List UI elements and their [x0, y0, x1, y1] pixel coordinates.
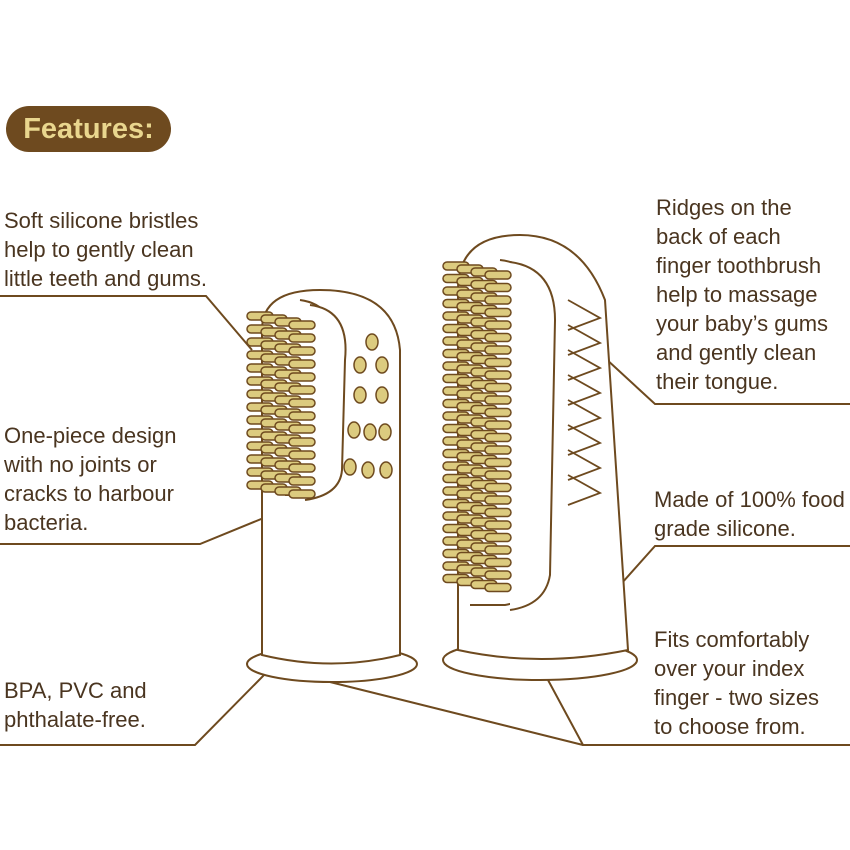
bristle — [484, 557, 512, 568]
callout-line: to choose from. — [654, 714, 806, 739]
bristle — [484, 370, 512, 380]
bristle — [484, 345, 512, 355]
callout-line: BPA, PVC and — [4, 678, 147, 703]
callout-line: cracks to harbour — [4, 481, 174, 506]
ridge — [567, 324, 603, 356]
bristle — [288, 346, 316, 356]
bristle — [484, 445, 512, 455]
bristle — [484, 432, 512, 443]
bristle — [288, 398, 316, 408]
callout-line: Fits comfortably — [654, 627, 810, 652]
bristle — [288, 359, 316, 369]
bristle — [288, 411, 316, 421]
bristle — [288, 385, 316, 395]
callout-line: Made of 100% food — [654, 487, 845, 512]
ridge — [567, 349, 603, 381]
callout-line: grade silicone. — [654, 516, 796, 541]
bristle — [484, 582, 512, 593]
bristle — [484, 520, 512, 530]
bristle — [288, 437, 316, 447]
massage-dot — [343, 458, 357, 476]
massage-dots — [343, 333, 393, 479]
massage-dot — [378, 423, 392, 441]
ridge — [567, 299, 603, 331]
callout-fits: Fits comfortably over your index finger … — [654, 625, 819, 741]
ridge — [567, 399, 603, 431]
massage-dot — [375, 356, 389, 374]
callout-line: with no joints or — [4, 452, 157, 477]
bristle — [484, 532, 512, 543]
bristle — [288, 450, 316, 460]
massage-dot — [353, 386, 367, 404]
bristle — [484, 332, 512, 343]
bristle — [484, 482, 512, 493]
callout-one-piece: One-piece design with no joints or crack… — [4, 421, 176, 537]
callout-line: One-piece design — [4, 423, 177, 448]
massage-dot — [363, 423, 377, 441]
leader-lines — [0, 295, 850, 746]
bristle — [288, 320, 316, 330]
bristle — [484, 470, 512, 480]
massage-dot — [347, 421, 361, 439]
bristle — [484, 320, 512, 330]
callout-line: finger toothbrush — [656, 253, 822, 278]
bristle — [288, 463, 316, 473]
bristle — [288, 372, 316, 382]
massage-dot — [375, 386, 389, 404]
callout-line: your baby’s gums — [656, 311, 829, 336]
callout-ridges: Ridges on the back of each finger toothb… — [656, 193, 828, 396]
bristle — [484, 570, 512, 580]
ridge — [567, 474, 603, 506]
bristle — [484, 307, 512, 318]
bristle — [288, 333, 316, 343]
bristle — [484, 420, 512, 430]
features-badge: Features: — [6, 106, 171, 152]
callout-line: help to gently clean — [4, 237, 194, 262]
bristles — [246, 261, 512, 593]
callout-silicone: Made of 100% food grade silicone. — [654, 485, 845, 543]
callout-bristles: Soft silicone bristles help to gently cl… — [4, 206, 207, 293]
callout-bpa-free: BPA, PVC and phthalate-free. — [4, 676, 147, 734]
ridge — [567, 374, 603, 406]
bristle — [484, 407, 512, 418]
massage-dot — [361, 461, 375, 479]
bristle — [484, 507, 512, 518]
bristle — [484, 357, 512, 368]
bristle — [288, 424, 316, 434]
bristle — [484, 457, 512, 468]
bristle — [484, 495, 512, 505]
callout-line: little teeth and gums. — [4, 266, 208, 291]
callout-line: and gently clean — [656, 340, 817, 365]
bristle — [484, 295, 512, 305]
massage-dot — [365, 333, 379, 351]
callout-line: back of each — [656, 224, 781, 249]
bristle — [484, 382, 512, 393]
bristle — [288, 489, 316, 499]
ridge — [567, 449, 603, 481]
callout-line: help to massage — [656, 282, 818, 307]
callout-line: finger - two sizes — [654, 685, 820, 710]
bristle — [484, 395, 512, 405]
bristle — [288, 476, 316, 486]
ridge — [567, 424, 603, 456]
callout-line: their tongue. — [656, 369, 779, 394]
massage-dot — [379, 461, 393, 479]
bristle — [484, 545, 512, 555]
callout-line: phthalate-free. — [4, 707, 146, 732]
massage-dot — [353, 356, 367, 374]
bristle — [484, 282, 512, 293]
ridges — [567, 299, 603, 506]
callout-line: Ridges on the — [656, 195, 792, 220]
bristle — [484, 270, 512, 280]
callout-line: over your index — [654, 656, 805, 681]
callout-line: bacteria. — [4, 510, 89, 535]
callout-line: Soft silicone bristles — [4, 208, 199, 233]
